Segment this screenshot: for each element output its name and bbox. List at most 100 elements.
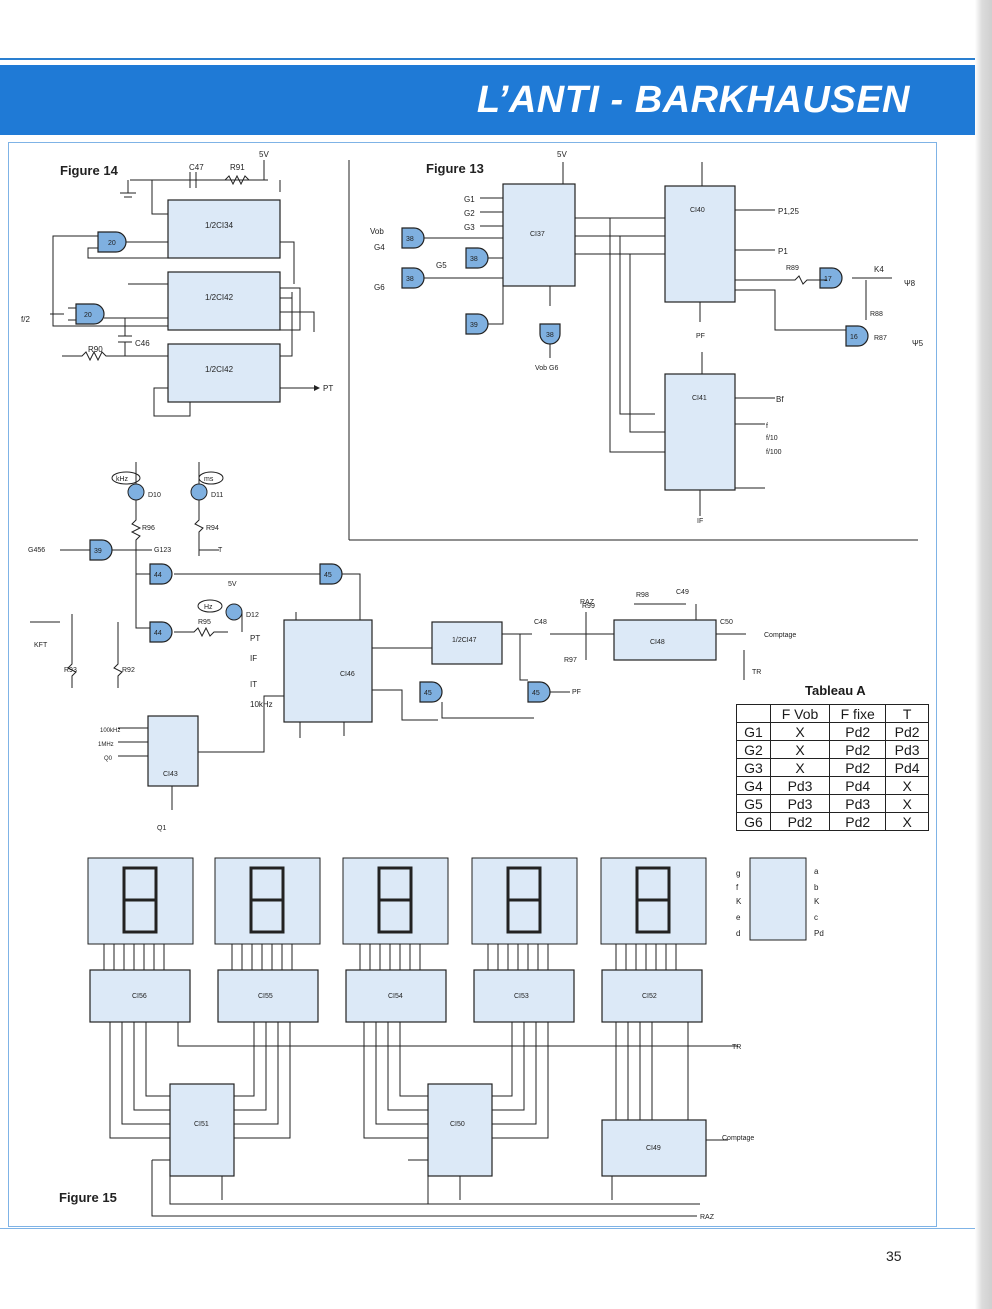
chip-ci43-label: CI43: [163, 771, 178, 778]
svg-text:R97: R97: [564, 657, 577, 664]
chip-ci37: [502, 183, 576, 287]
svg-text:Comptage: Comptage: [722, 1135, 754, 1142]
table-cell: G6: [736, 812, 771, 831]
svg-text:Vob G6: Vob G6: [535, 365, 558, 372]
label-r91: R91: [230, 163, 245, 172]
label-p125: P1,25: [778, 207, 799, 216]
table-a-header-cell: T: [885, 704, 929, 723]
chip-ci42b: [167, 343, 281, 403]
svg-text:CI54: CI54: [388, 993, 403, 1000]
table-row: G6 Pd2 Pd2 X: [736, 812, 929, 831]
svg-text:CI49: CI49: [646, 1145, 661, 1152]
display-pinout: [749, 857, 807, 941]
svg-text:44: 44: [154, 630, 162, 637]
table-cell: Pd2: [829, 740, 887, 759]
svg-text:20: 20: [108, 240, 116, 247]
display-2: [214, 857, 321, 945]
svg-text:R89: R89: [786, 265, 799, 272]
table-a-title: Tableau A: [805, 683, 866, 698]
svg-text:D12: D12: [246, 612, 259, 619]
table-cell: Pd3: [885, 740, 929, 759]
svg-text:RAZ: RAZ: [700, 1214, 715, 1221]
svg-text:R92: R92: [122, 667, 135, 674]
svg-text:T: T: [218, 547, 223, 554]
table-cell: X: [885, 812, 929, 831]
svg-text:R88: R88: [870, 311, 883, 318]
svg-text:10kHz: 10kHz: [250, 700, 273, 709]
figure-14-label: Figure 14: [60, 163, 118, 178]
label-r90: R90: [88, 345, 103, 354]
svg-text:f: f: [766, 423, 768, 430]
svg-text:D10: D10: [148, 492, 161, 499]
table-cell: G2: [736, 740, 771, 759]
svg-text:C48: C48: [534, 619, 547, 626]
svg-text:TR: TR: [732, 1044, 741, 1051]
table-cell: Pd2: [829, 812, 887, 831]
svg-text:Pd: Pd: [814, 929, 824, 938]
svg-text:g: g: [736, 869, 740, 878]
svg-text:20: 20: [84, 312, 92, 319]
table-cell: X: [769, 722, 831, 741]
label-p1: P1: [778, 247, 788, 256]
svg-text:45: 45: [324, 572, 332, 579]
chip-ci40-label: CI40: [690, 207, 705, 214]
svg-text:Q0: Q0: [104, 756, 113, 762]
header-banner: L’ANTI - BARKHAUSEN: [0, 65, 990, 135]
svg-text:Ψ8: Ψ8: [904, 279, 916, 288]
header-rule: [0, 58, 990, 60]
table-cell: Pd2: [829, 722, 887, 741]
svg-text:100kHz: 100kHz: [100, 728, 120, 734]
svg-text:C49: C49: [676, 589, 689, 596]
table-a-header-cell: [736, 704, 771, 723]
svg-text:5V: 5V: [228, 581, 237, 588]
svg-text:Comptage: Comptage: [764, 632, 796, 639]
chip-ci37-label: CI37: [530, 231, 545, 238]
table-cell: Pd2: [885, 722, 929, 741]
chip-ci42a: [167, 271, 281, 331]
svg-text:K4: K4: [874, 265, 884, 274]
table-cell: X: [769, 740, 831, 759]
label-pt: PT: [323, 384, 333, 393]
svg-text:RAZ: RAZ: [580, 599, 595, 606]
svg-text:f: f: [736, 883, 739, 892]
svg-text:kHz: kHz: [116, 476, 129, 483]
gate-20a: [97, 231, 127, 253]
svg-text:G4: G4: [374, 243, 385, 252]
svg-text:PT: PT: [250, 634, 260, 643]
svg-text:45: 45: [424, 690, 432, 697]
svg-text:CI52: CI52: [642, 993, 657, 1000]
svg-text:38: 38: [406, 236, 414, 243]
chip-ci41: [664, 373, 736, 491]
svg-text:5V: 5V: [557, 150, 567, 159]
svg-text:G1: G1: [464, 195, 475, 204]
svg-text:39: 39: [94, 548, 102, 555]
table-cell: G5: [736, 794, 771, 813]
table-cell: X: [885, 776, 929, 795]
svg-text:38: 38: [546, 332, 554, 339]
table-cell: X: [885, 794, 929, 813]
svg-text:Vob: Vob: [370, 227, 384, 236]
svg-text:G5: G5: [436, 261, 447, 270]
svg-text:Q1: Q1: [157, 825, 166, 832]
chip-ci40: [664, 185, 736, 303]
table-cell: Pd2: [829, 758, 887, 777]
svg-text:R99: R99: [582, 603, 595, 610]
svg-text:39: 39: [470, 322, 478, 329]
svg-text:CI53: CI53: [514, 993, 529, 1000]
svg-text:17: 17: [824, 276, 832, 283]
svg-text:38: 38: [406, 276, 414, 283]
gate-20b: [75, 303, 105, 325]
svg-text:G456: G456: [28, 547, 45, 554]
display-5: [600, 857, 707, 945]
table-row: G4 Pd3 Pd4 X: [736, 776, 929, 795]
svg-text:44: 44: [154, 572, 162, 579]
page-edge: [975, 0, 992, 1309]
svg-text:c: c: [814, 913, 818, 922]
svg-text:38: 38: [470, 256, 478, 263]
footer-rule: [0, 1228, 990, 1229]
svg-text:K: K: [814, 897, 820, 906]
svg-text:R96: R96: [142, 525, 155, 532]
svg-text:R87: R87: [874, 335, 887, 342]
chip-ci42a-label: 1/2CI42: [205, 293, 234, 302]
table-row: G5 Pd3 Pd3 X: [736, 794, 929, 813]
